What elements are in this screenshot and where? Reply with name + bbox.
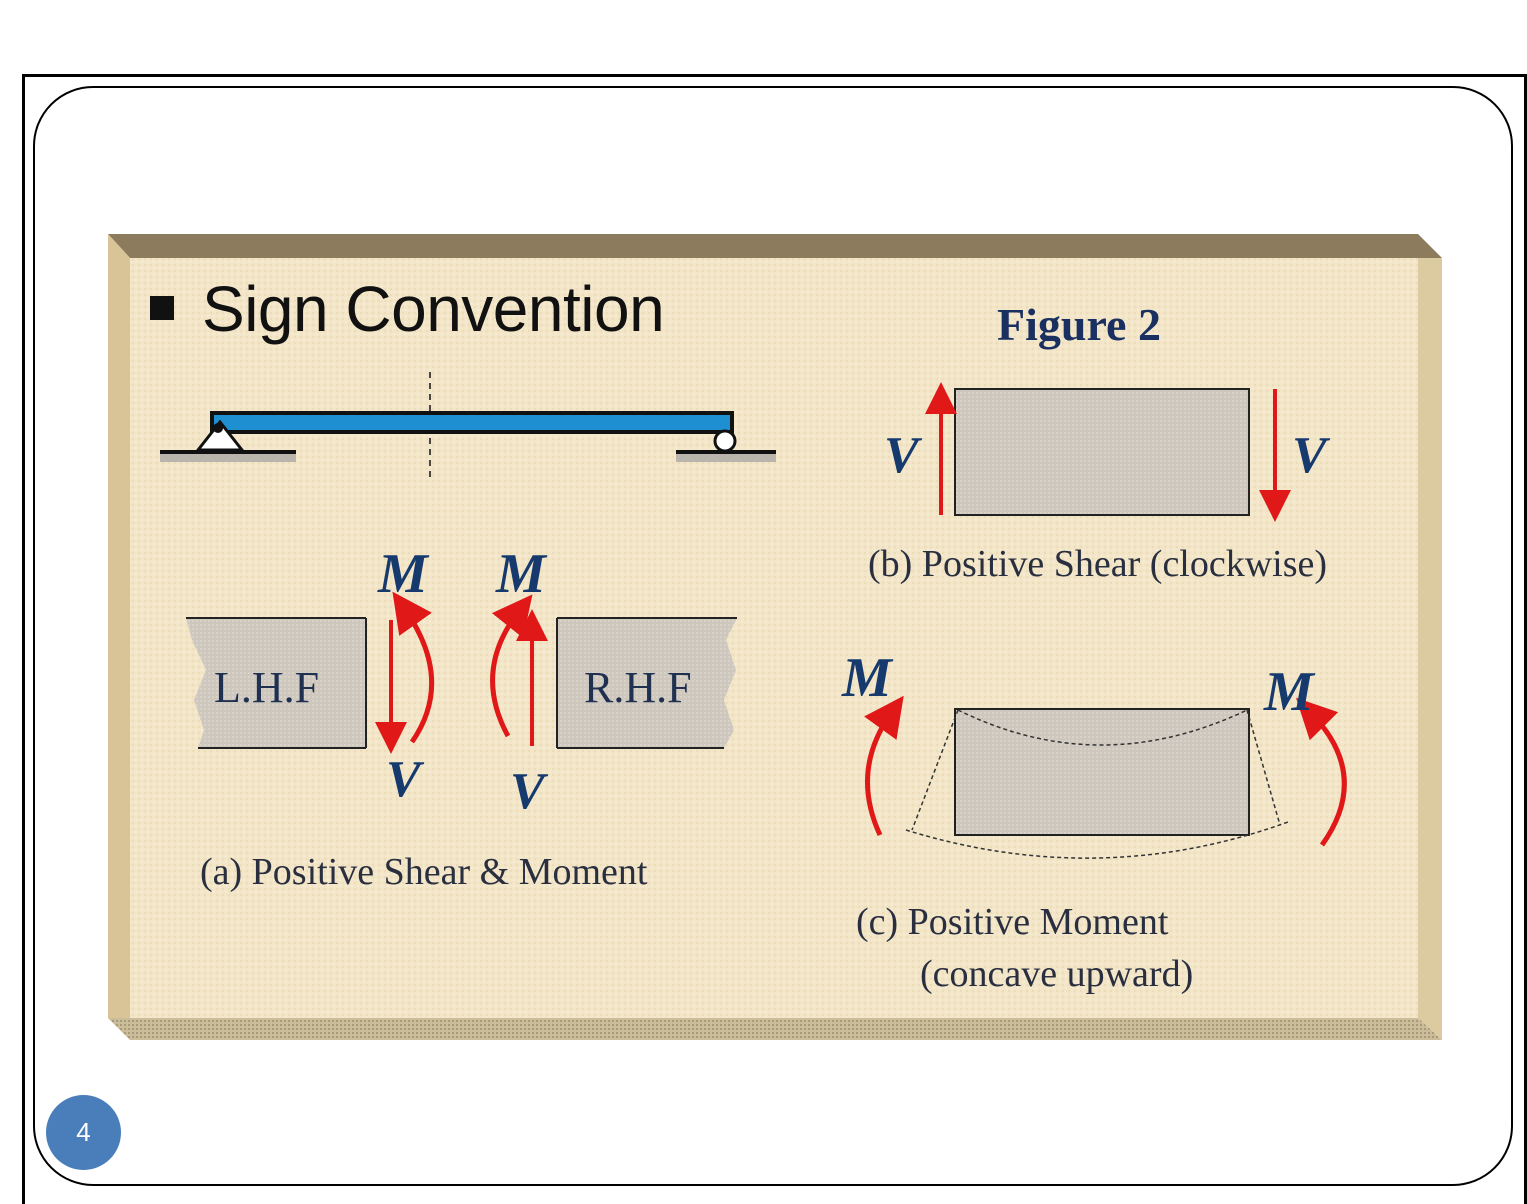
slide-title-text: Sign Convention xyxy=(202,273,665,345)
beam-diagram xyxy=(160,372,776,478)
panel-c-diagram xyxy=(864,695,1347,859)
panel-b-caption: (b) Positive Shear (clockwise) xyxy=(868,543,1328,585)
panel-b-right-shear-symbol: V xyxy=(1292,427,1327,484)
panel-a-right-shear-symbol: V xyxy=(510,763,545,820)
panel-a-caption: (a) Positive Shear & Moment xyxy=(200,851,648,893)
slide-title: Sign Convention xyxy=(150,272,665,346)
slide-outer-border xyxy=(22,74,1527,1204)
panel-a-left-shear-symbol: V xyxy=(386,751,421,808)
panel-a-right-moment-symbol: M xyxy=(496,543,546,605)
page-number-badge: 4 xyxy=(46,1095,121,1170)
figure-title: Figure 2 xyxy=(997,299,1161,350)
panel-c-left-moment-symbol: M xyxy=(842,647,892,709)
panel-c-right-moment-symbol: M xyxy=(1264,661,1314,723)
slide-inner-rounded-border xyxy=(33,86,1513,1186)
panel-b-left-shear-symbol: V xyxy=(884,427,919,484)
panel-a-sections xyxy=(186,591,737,754)
panel-b-diagram xyxy=(925,382,1291,522)
bullet-square-icon xyxy=(150,296,174,321)
panel-c-caption-line1: (c) Positive Moment xyxy=(856,901,1169,943)
panel-c-caption-line2: (concave upward) xyxy=(920,953,1194,995)
left-section-label: L.H.F xyxy=(214,663,320,712)
right-section-label: R.H.F xyxy=(584,663,692,712)
panel-a-left-moment-symbol: M xyxy=(378,543,428,605)
